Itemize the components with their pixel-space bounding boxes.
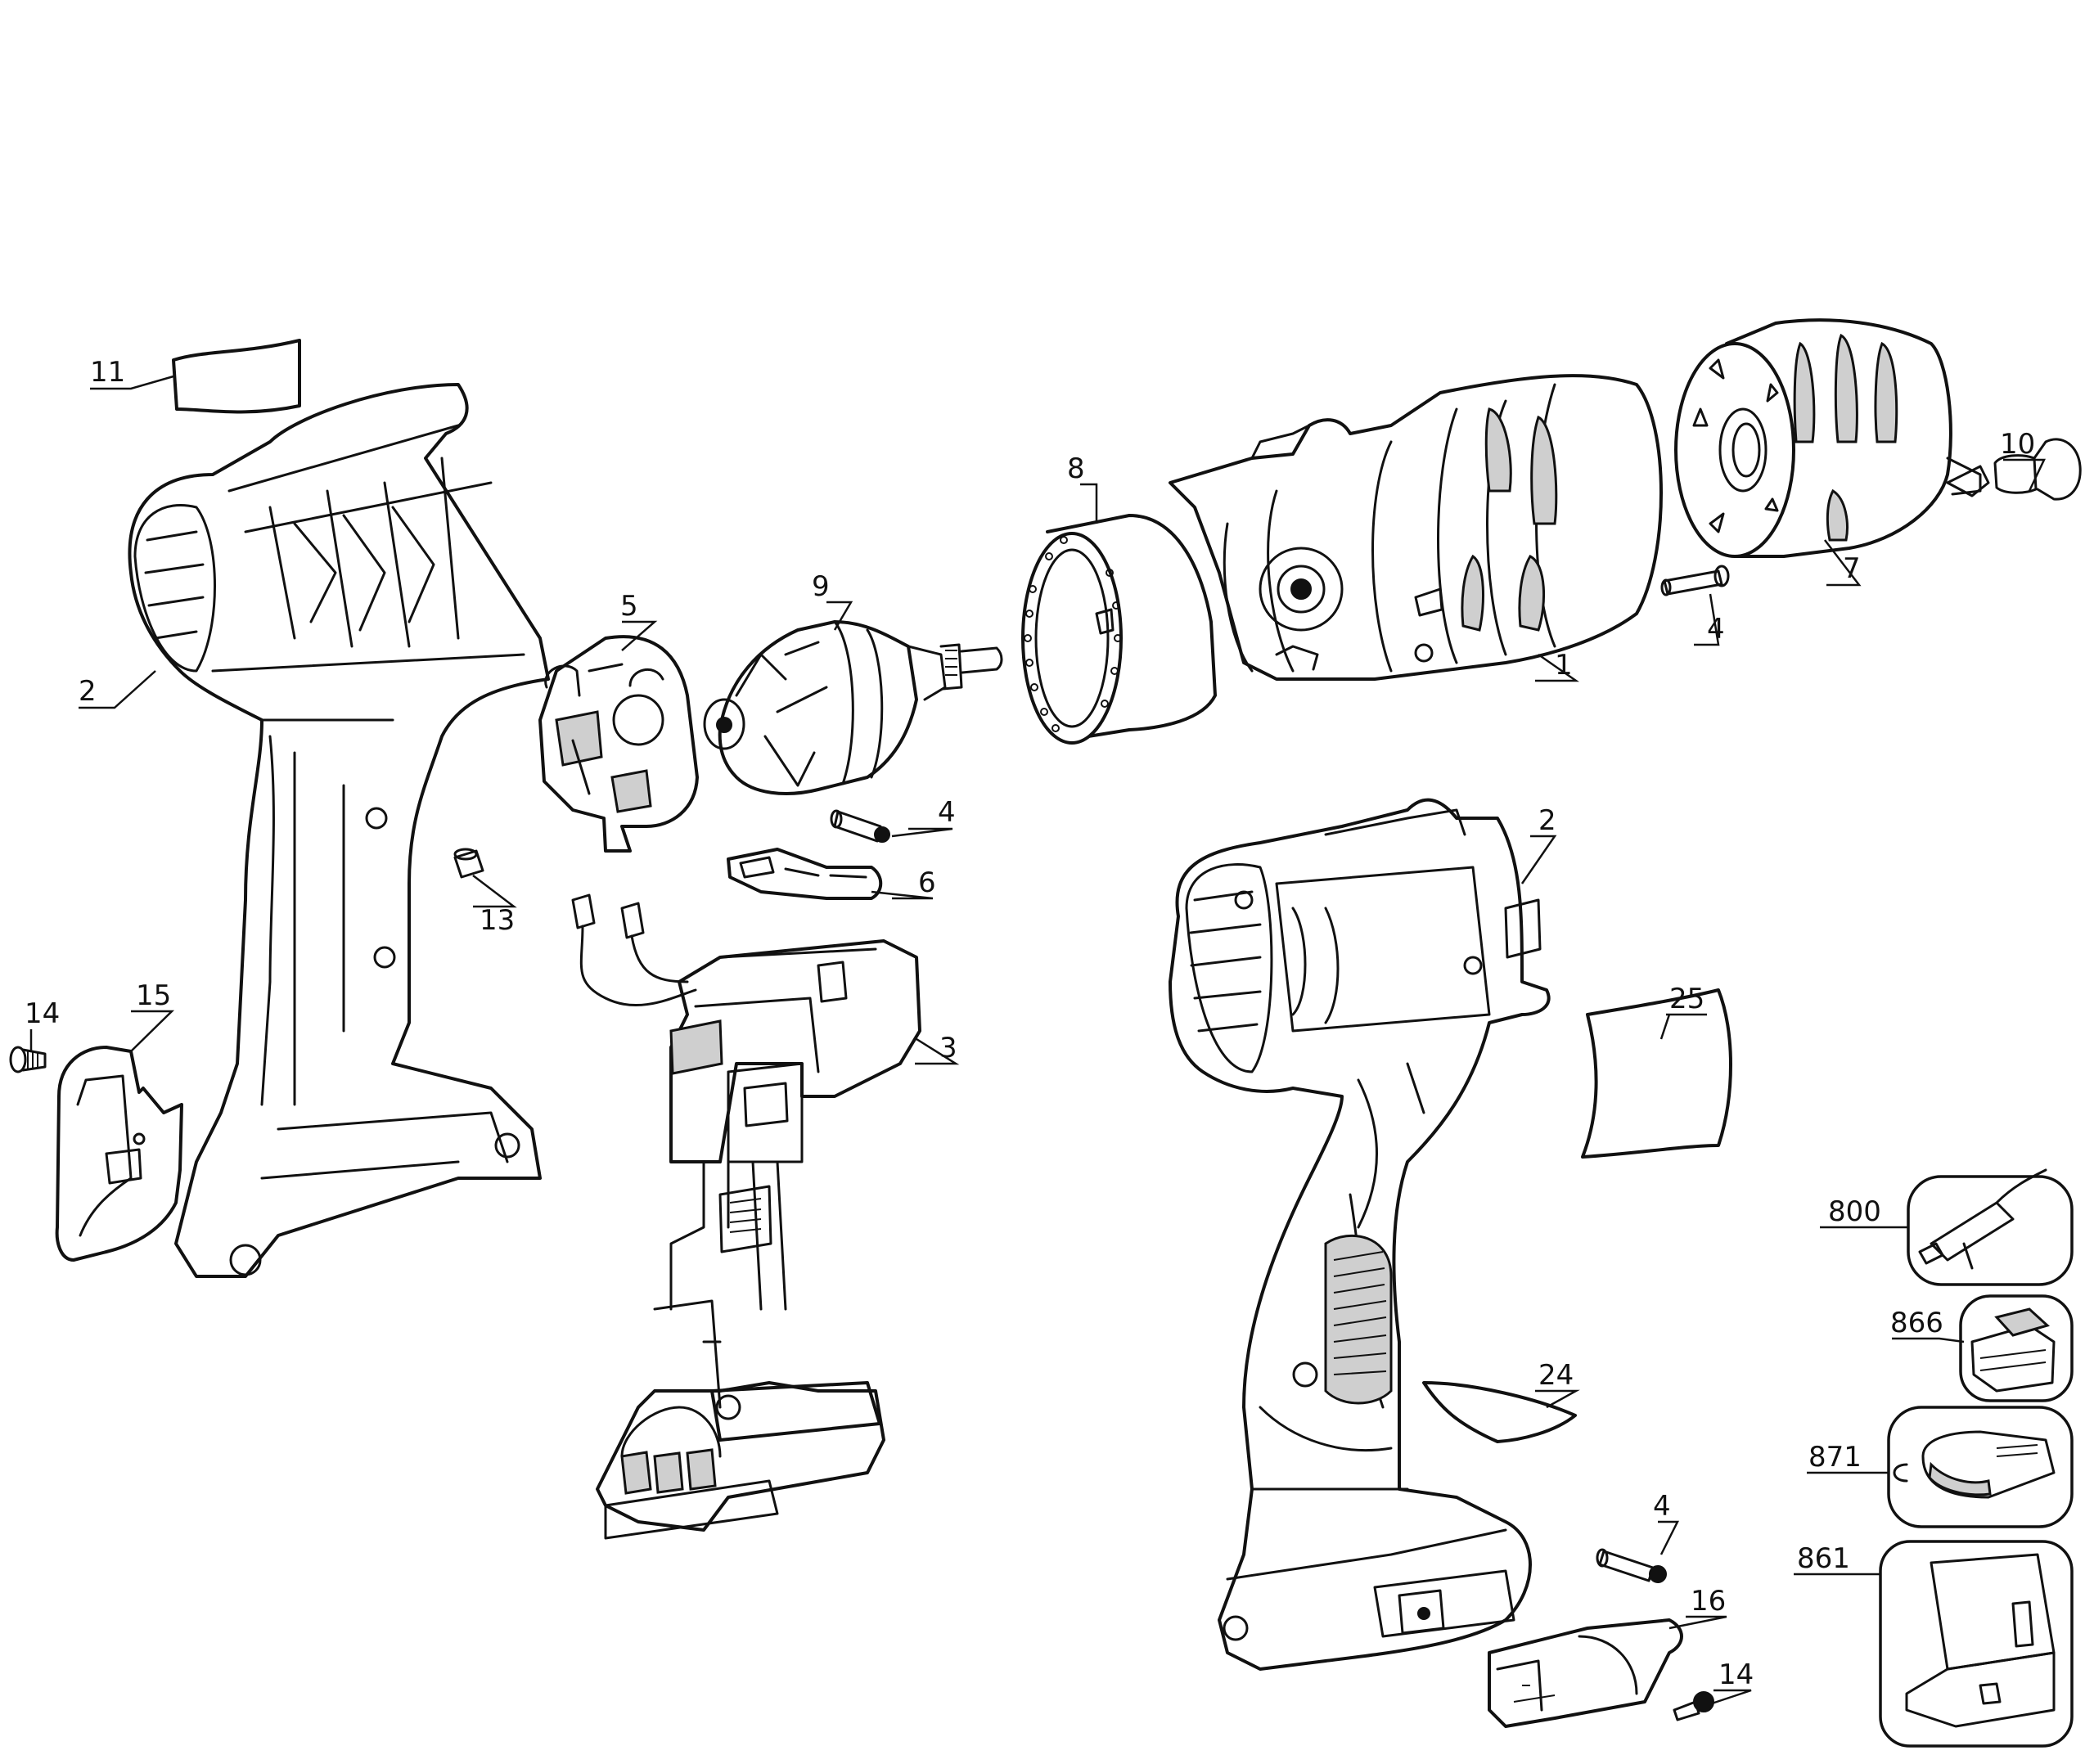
part-15-belt-clip (55, 1046, 183, 1262)
accessory-861-case-box (1879, 1540, 2074, 1748)
callout-14-right: 14 (1718, 1658, 1754, 1691)
callout-24: 24 (1538, 1359, 1574, 1392)
callout-numbers: 11 2 14 15 13 5 9 4 6 8 1 4 7 10 3 2 25 … (25, 356, 2035, 1691)
callout-11: 11 (90, 356, 125, 389)
accessory-871-charger-box (1887, 1406, 2074, 1528)
callout-4-right: 4 (1707, 613, 1725, 646)
accessory-866-battery-box (1959, 1294, 2074, 1402)
part-7-chuck (1674, 318, 1982, 558)
part-24-nameplate (1422, 1381, 1577, 1443)
callout-10: 10 (2000, 428, 2035, 461)
callout-5: 5 (620, 590, 638, 623)
part-14-screw-left (9, 1046, 47, 1073)
part-9-armature (703, 620, 1003, 795)
callout-866: 866 (1890, 1307, 1943, 1339)
callout-2-left: 2 (79, 675, 97, 708)
part-3-switch-assembly (571, 893, 921, 1540)
callout-14-left: 14 (25, 997, 60, 1030)
part-14-screw-right (1673, 1691, 1714, 1721)
callout-2-right: 2 (1538, 804, 1556, 837)
part-5-brush-holder (538, 635, 699, 853)
callout-861: 861 (1797, 1542, 1850, 1575)
part-4-pin-upper (830, 809, 890, 843)
leader-lines (29, 375, 2046, 1705)
accessory-800-box (1907, 1168, 2074, 1286)
callout-16: 16 (1691, 1585, 1726, 1618)
part-2-left-housing (128, 383, 550, 1278)
part-16-battery-latch (1488, 1618, 1683, 1728)
callout-1: 1 (1555, 649, 1573, 682)
part-1-gearbox (1169, 374, 1663, 681)
callout-7: 7 (1843, 552, 1861, 585)
callout-6: 6 (918, 866, 936, 899)
part-25-label (1581, 988, 1732, 1159)
part-2-right-housing (1169, 798, 1551, 1671)
callout-800: 800 (1828, 1195, 1881, 1228)
callout-13: 13 (480, 904, 515, 937)
callout-15: 15 (136, 979, 171, 1012)
part-10-screw (1946, 438, 2082, 501)
part-8-magnet-ring (1021, 514, 1217, 745)
magnet-ring-holes (1024, 536, 1122, 732)
part-4-screw-lower (1596, 1548, 1667, 1583)
part-6-switch-link (727, 848, 883, 900)
part-13-pin (453, 848, 484, 879)
callout-871: 871 (1808, 1441, 1862, 1474)
callout-4-upper: 4 (938, 796, 956, 829)
callout-4-lower: 4 (1653, 1490, 1671, 1523)
callout-9: 9 (812, 570, 830, 603)
part-11-label (172, 339, 301, 414)
callout-8: 8 (1067, 452, 1085, 485)
callout-3: 3 (939, 1032, 957, 1064)
part-4-pin-right (1660, 565, 1730, 596)
callout-25: 25 (1669, 983, 1704, 1015)
